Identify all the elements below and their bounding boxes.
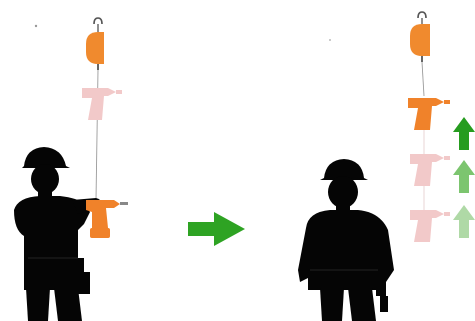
- power-drill-icon: [410, 154, 450, 186]
- right-panel: [298, 12, 475, 321]
- up-arrow-icon: [453, 160, 475, 193]
- power-drill-icon: [82, 88, 122, 120]
- right-arrow-icon: [188, 212, 245, 246]
- power-drill-icon: [408, 98, 450, 130]
- power-drill-icon: [410, 210, 450, 242]
- power-drill-icon: [86, 200, 128, 238]
- tool-balancer-icon: [410, 12, 430, 62]
- left-panel: [14, 18, 128, 321]
- worker-silhouette-icon: [298, 159, 394, 321]
- tool-balancer-icon: [86, 18, 104, 70]
- balancer-cable: [422, 62, 424, 96]
- worker-silhouette-icon: [14, 147, 101, 321]
- up-arrow-icon: [453, 117, 475, 150]
- up-arrow-icon: [453, 205, 475, 238]
